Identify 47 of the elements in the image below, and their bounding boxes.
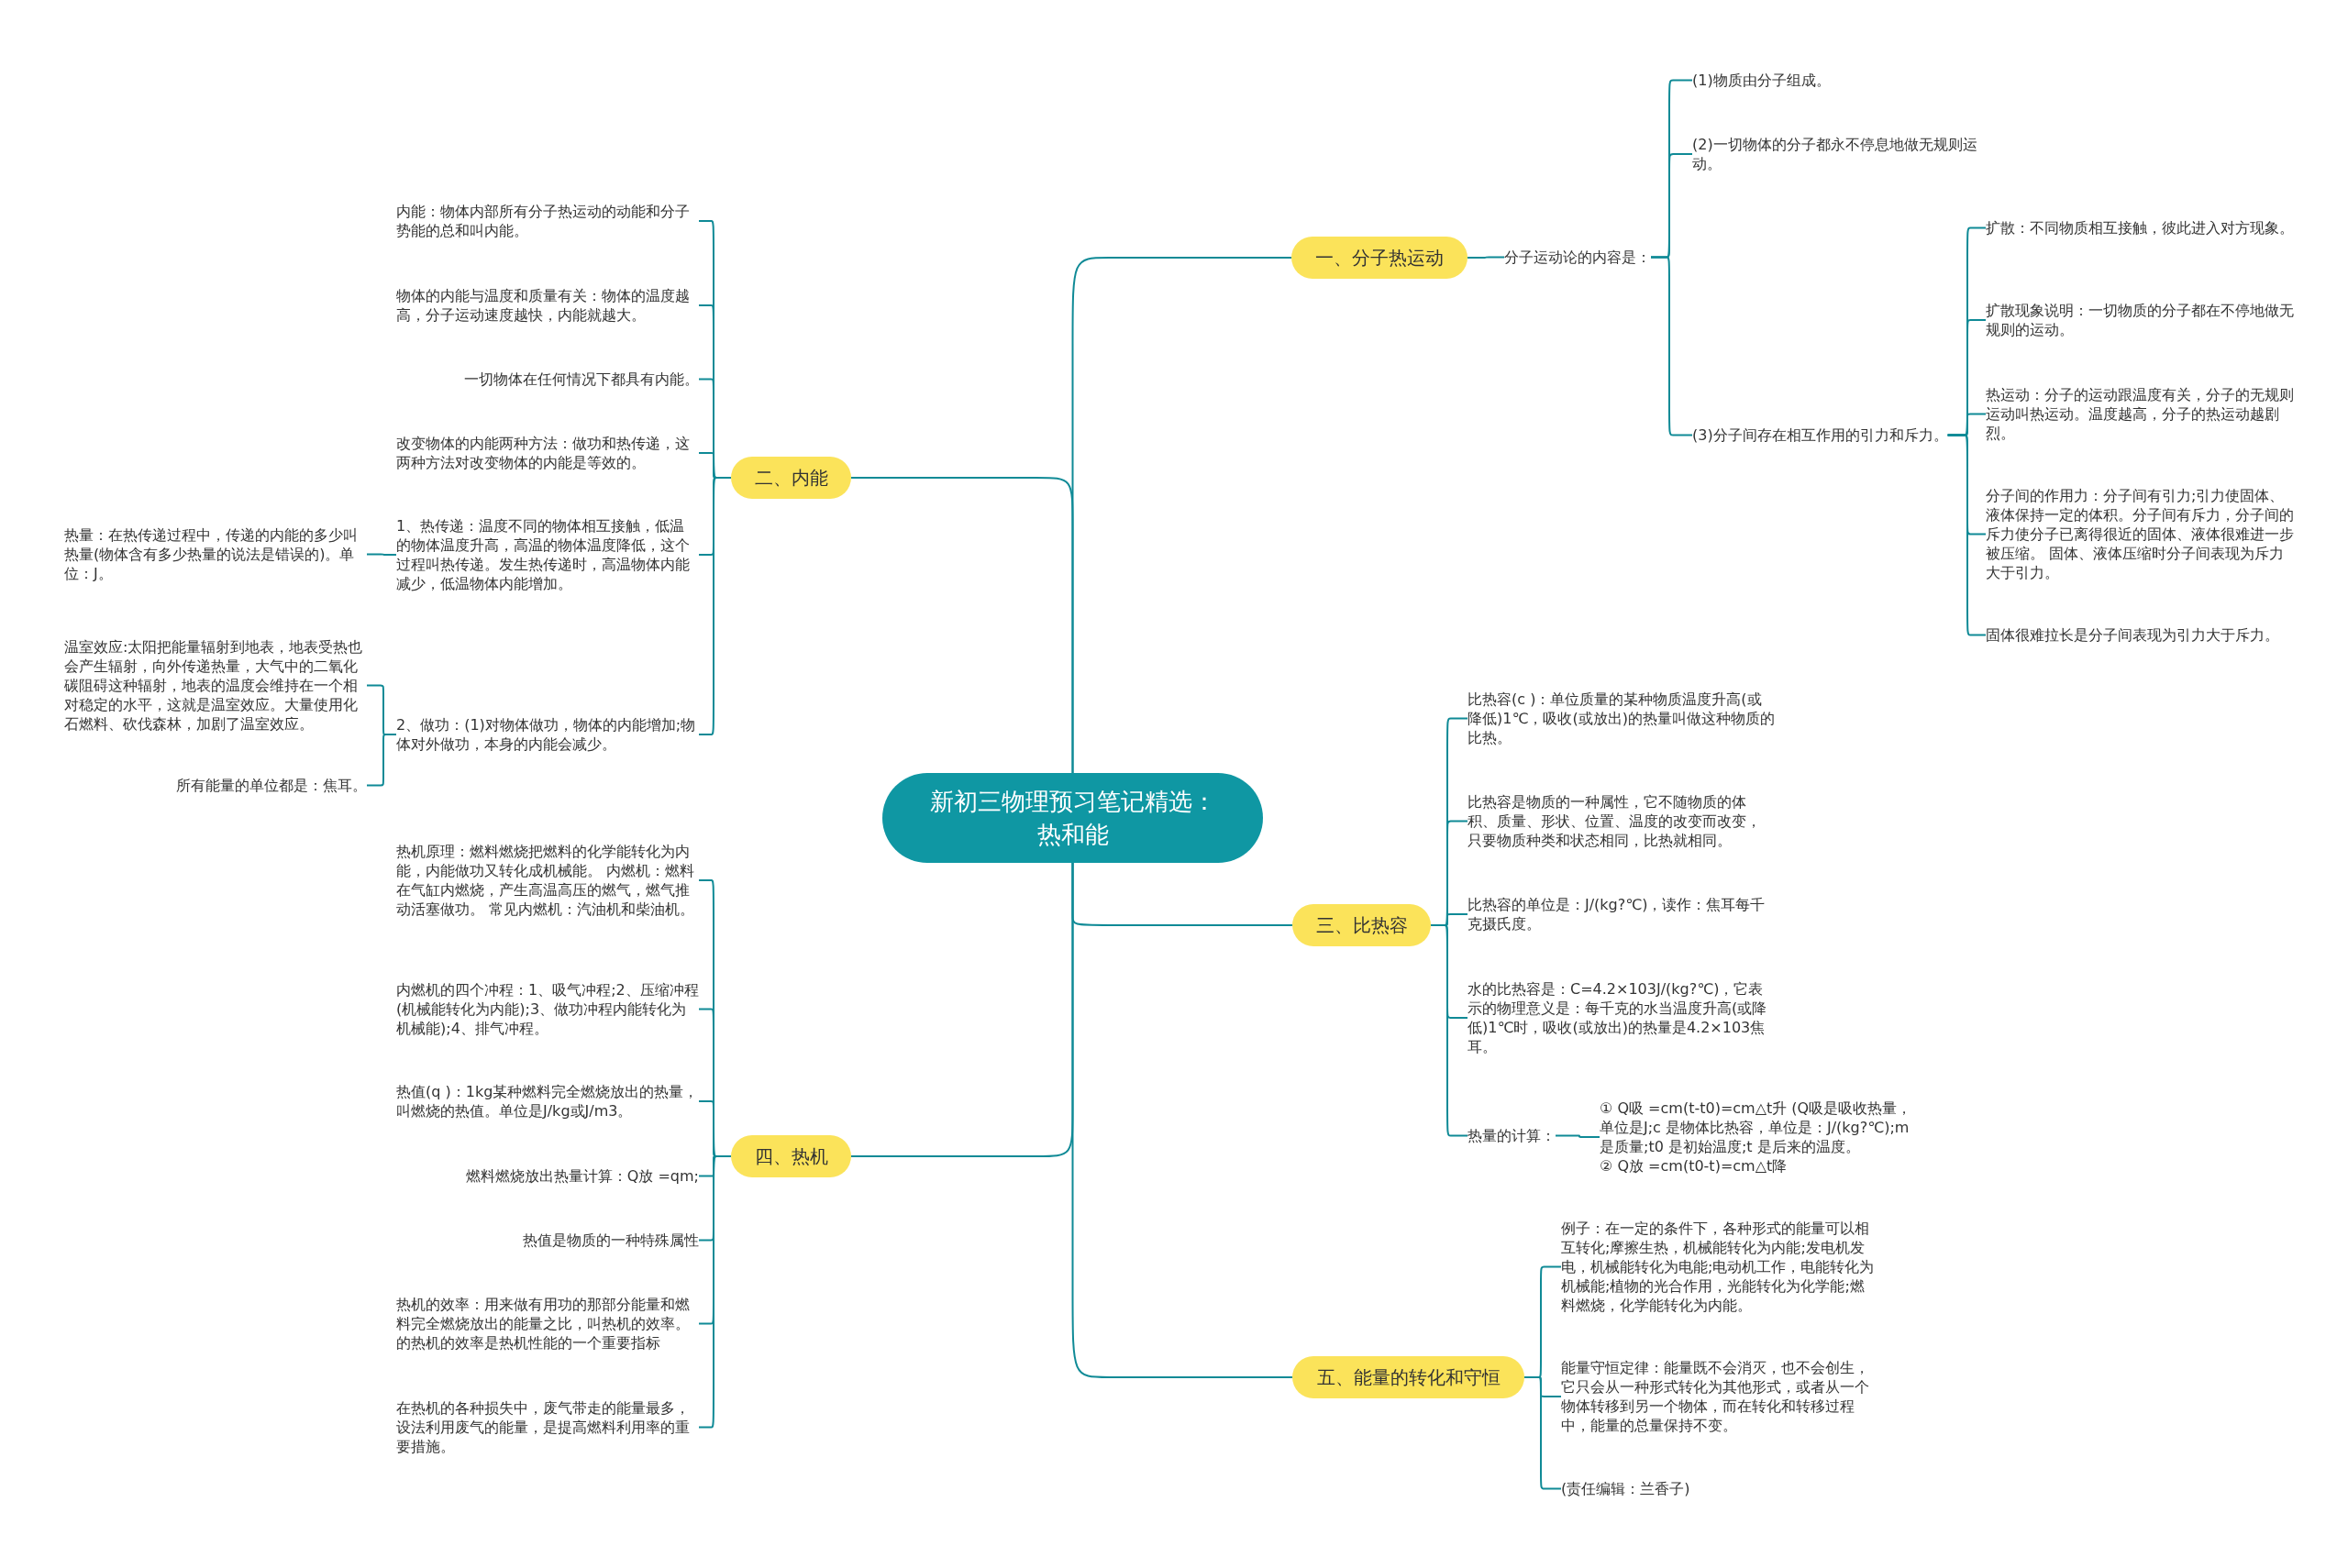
topic-text: (3)分子间存在相互作用的引力和斥力。: [1692, 425, 1948, 445]
topic-text: ① Q吸 =cm(t-t0)=cm△t升 (Q吸是吸收热量，单位是J;c 是物体比热容，单位是：J/(kg?℃);m是质量;t0 是初始温度;t 是后来的温度。 ② Q放 =cm(t0-t)=cm△t降: [1600, 1099, 1916, 1176]
topic-text: 热值(q )：1kg某种燃料完全燃烧放出的热量，叫燃烧的热值。单位是J/kg或J/m3。: [396, 1082, 699, 1121]
branch-topic: 五、能量的转化和守恒: [1292, 1356, 1524, 1398]
topic-text: 例子：在一定的条件下，各种形式的能量可以相互转化;摩擦生热，机械能转化为内能;发电机发电，机械能转化为电能;电动机工作，电能转化为机械能;植物的光合作用，光能转化为化学能;燃料燃烧，化学能转化为内能。: [1561, 1219, 1877, 1315]
central-topic: 新初三物理预习笔记精选：热和能: [882, 773, 1263, 863]
topic-text: 水的比热容是：C=4.2×103J/(kg?℃)，它表示的物理意义是：每千克的水当温度升高(或降低)1℃时，吸收(或放出)的热量是4.2×103焦耳。: [1468, 979, 1775, 1056]
topic-text: 热值是物质的一种特殊属性: [523, 1231, 699, 1250]
topic-text: 在热机的各种损失中，废气带走的能量最多，设法利用废气的能量，是提高燃料利用率的重要措施。: [396, 1398, 699, 1456]
connector-line: [1467, 256, 1505, 259]
topic-text: 热运动：分子的运动跟温度有关，分子的无规则运动叫热运动。温度越高，分子的热运动越剧烈。: [1986, 385, 2298, 443]
topic-text: 热量的计算：: [1468, 1126, 1556, 1145]
branch-topic: 四、热机: [731, 1135, 851, 1177]
topic-text: 1、热传递：温度不同的物体相互接触，低温的物体温度升高，高温的物体温度降低，这个过程叫热传递。发生热传递时，高温物体内能减少，低温物体内能增加。: [396, 516, 699, 593]
topic-text: 比热容是物质的一种属性，它不随物质的体积、质量、形状、位置、温度的改变而改变，只要物质种类和状态相同，比热就相同。: [1468, 792, 1775, 850]
topic-text: (1)物质由分子组成。: [1692, 71, 1831, 90]
topic-text: 固体很难拉长是分子间表现为引力大于斥力。: [1986, 625, 2279, 645]
connector-line: [698, 1155, 732, 1429]
topic-text: 比热容(c )：单位质量的某种物质温度升高(或降低)1℃，吸收(或放出)的热量叫做这种物质的比热。: [1468, 690, 1775, 747]
topic-text: 所有能量的单位都是：焦耳。: [176, 776, 367, 795]
topic-text: 能量守恒定律：能量既不会消灭，也不会创生，它只会从一种形式转化为其他形式，或者从一个物体转移到另一个物体，而在转化和转移过程中，能量的总量保持不变。: [1561, 1358, 1877, 1435]
topic-text: 扩散现象说明：一切物质的分子都在不停地做无规则的运动。: [1986, 301, 2298, 339]
topic-text: 热机原理：燃料燃烧把燃料的化学能转化为内能，内能做功又转化成机械能。 内燃机：燃料在气缸内燃烧，产生高温高压的燃气，燃气推动活塞做功。 常见内燃机：汽油机和柴油机。: [396, 842, 699, 919]
topic-text: 分子间的作用力：分子间有引力;引力使固体、液体保持一定的体积。分子间有斥力，分子间的斥力使分子已离得很近的固体、液体很难进一步被压缩。 固体、液体压缩时分子间表现为斥力大于引力。: [1986, 486, 2298, 582]
branch-topic: 一、分子热运动: [1291, 237, 1468, 279]
topic-text: 分子运动论的内容是：: [1504, 248, 1651, 267]
topic-text: 内燃机的四个冲程：1、吸气冲程;2、压缩冲程(机械能转化为内能);3、做功冲程内能转化为机械能);4、排气冲程。: [396, 980, 699, 1038]
branch-topic: 二、内能: [731, 457, 851, 499]
connector-line: [850, 477, 1074, 774]
topic-text: 温室效应:太阳把能量辐射到地表，地表受热也会产生辐射，向外传递热量，大气中的二氧化碳阻碍这种辐射，地表的温度会维持在一个相对稳定的水平，这就是温室效应。大量使用化石燃料、砍伐森林，加剧了温室效应。: [64, 637, 367, 734]
topic-text: 燃料燃烧放出热量计算：Q放 =qm;: [465, 1166, 699, 1186]
connector-line: [1071, 862, 1293, 1378]
topic-text: 热机的效率：用来做有用功的那部分能量和燃料完全燃烧放出的能量之比，叫热机的效率。的热机的效率是热机性能的一个重要指标: [396, 1295, 699, 1353]
topic-text: 改变物体的内能两种方法：做功和热传递，这两种方法对改变物体的内能是等效的。: [396, 434, 699, 472]
connector-line: [1555, 1134, 1600, 1138]
topic-text: (2)一切物体的分子都永不停息地做无规则运动。: [1692, 135, 1986, 173]
connector-line: [698, 477, 732, 735]
topic-text: 物体的内能与温度和质量有关：物体的温度越高，分子运动速度越快，内能就越大。: [396, 286, 699, 325]
topic-text: 内能：物体内部所有分子热运动的动能和分子势能的总和叫内能。: [396, 202, 699, 240]
connector-line: [366, 553, 397, 556]
topic-text: 一切物体在任何情况下都具有内能。: [464, 370, 699, 389]
topic-text: 2、做功：(1)对物体做功，物体的内能增加;物体对外做功，本身的内能会减少。: [396, 715, 699, 754]
topic-text: 比热容的单位是：J/(kg?℃)，读作：焦耳每千克摄氏度。: [1468, 895, 1775, 933]
topic-text: 扩散：不同物质相互接触，彼此进入对方现象。: [1986, 218, 2294, 237]
topic-text: (责任编辑：兰香子): [1561, 1479, 1690, 1498]
branch-topic: 三、比热容: [1292, 904, 1431, 946]
topic-text: 热量：在热传递过程中，传递的内能的多少叫热量(物体含有多少热量的说法是错误的)。单位：J。: [64, 525, 367, 583]
